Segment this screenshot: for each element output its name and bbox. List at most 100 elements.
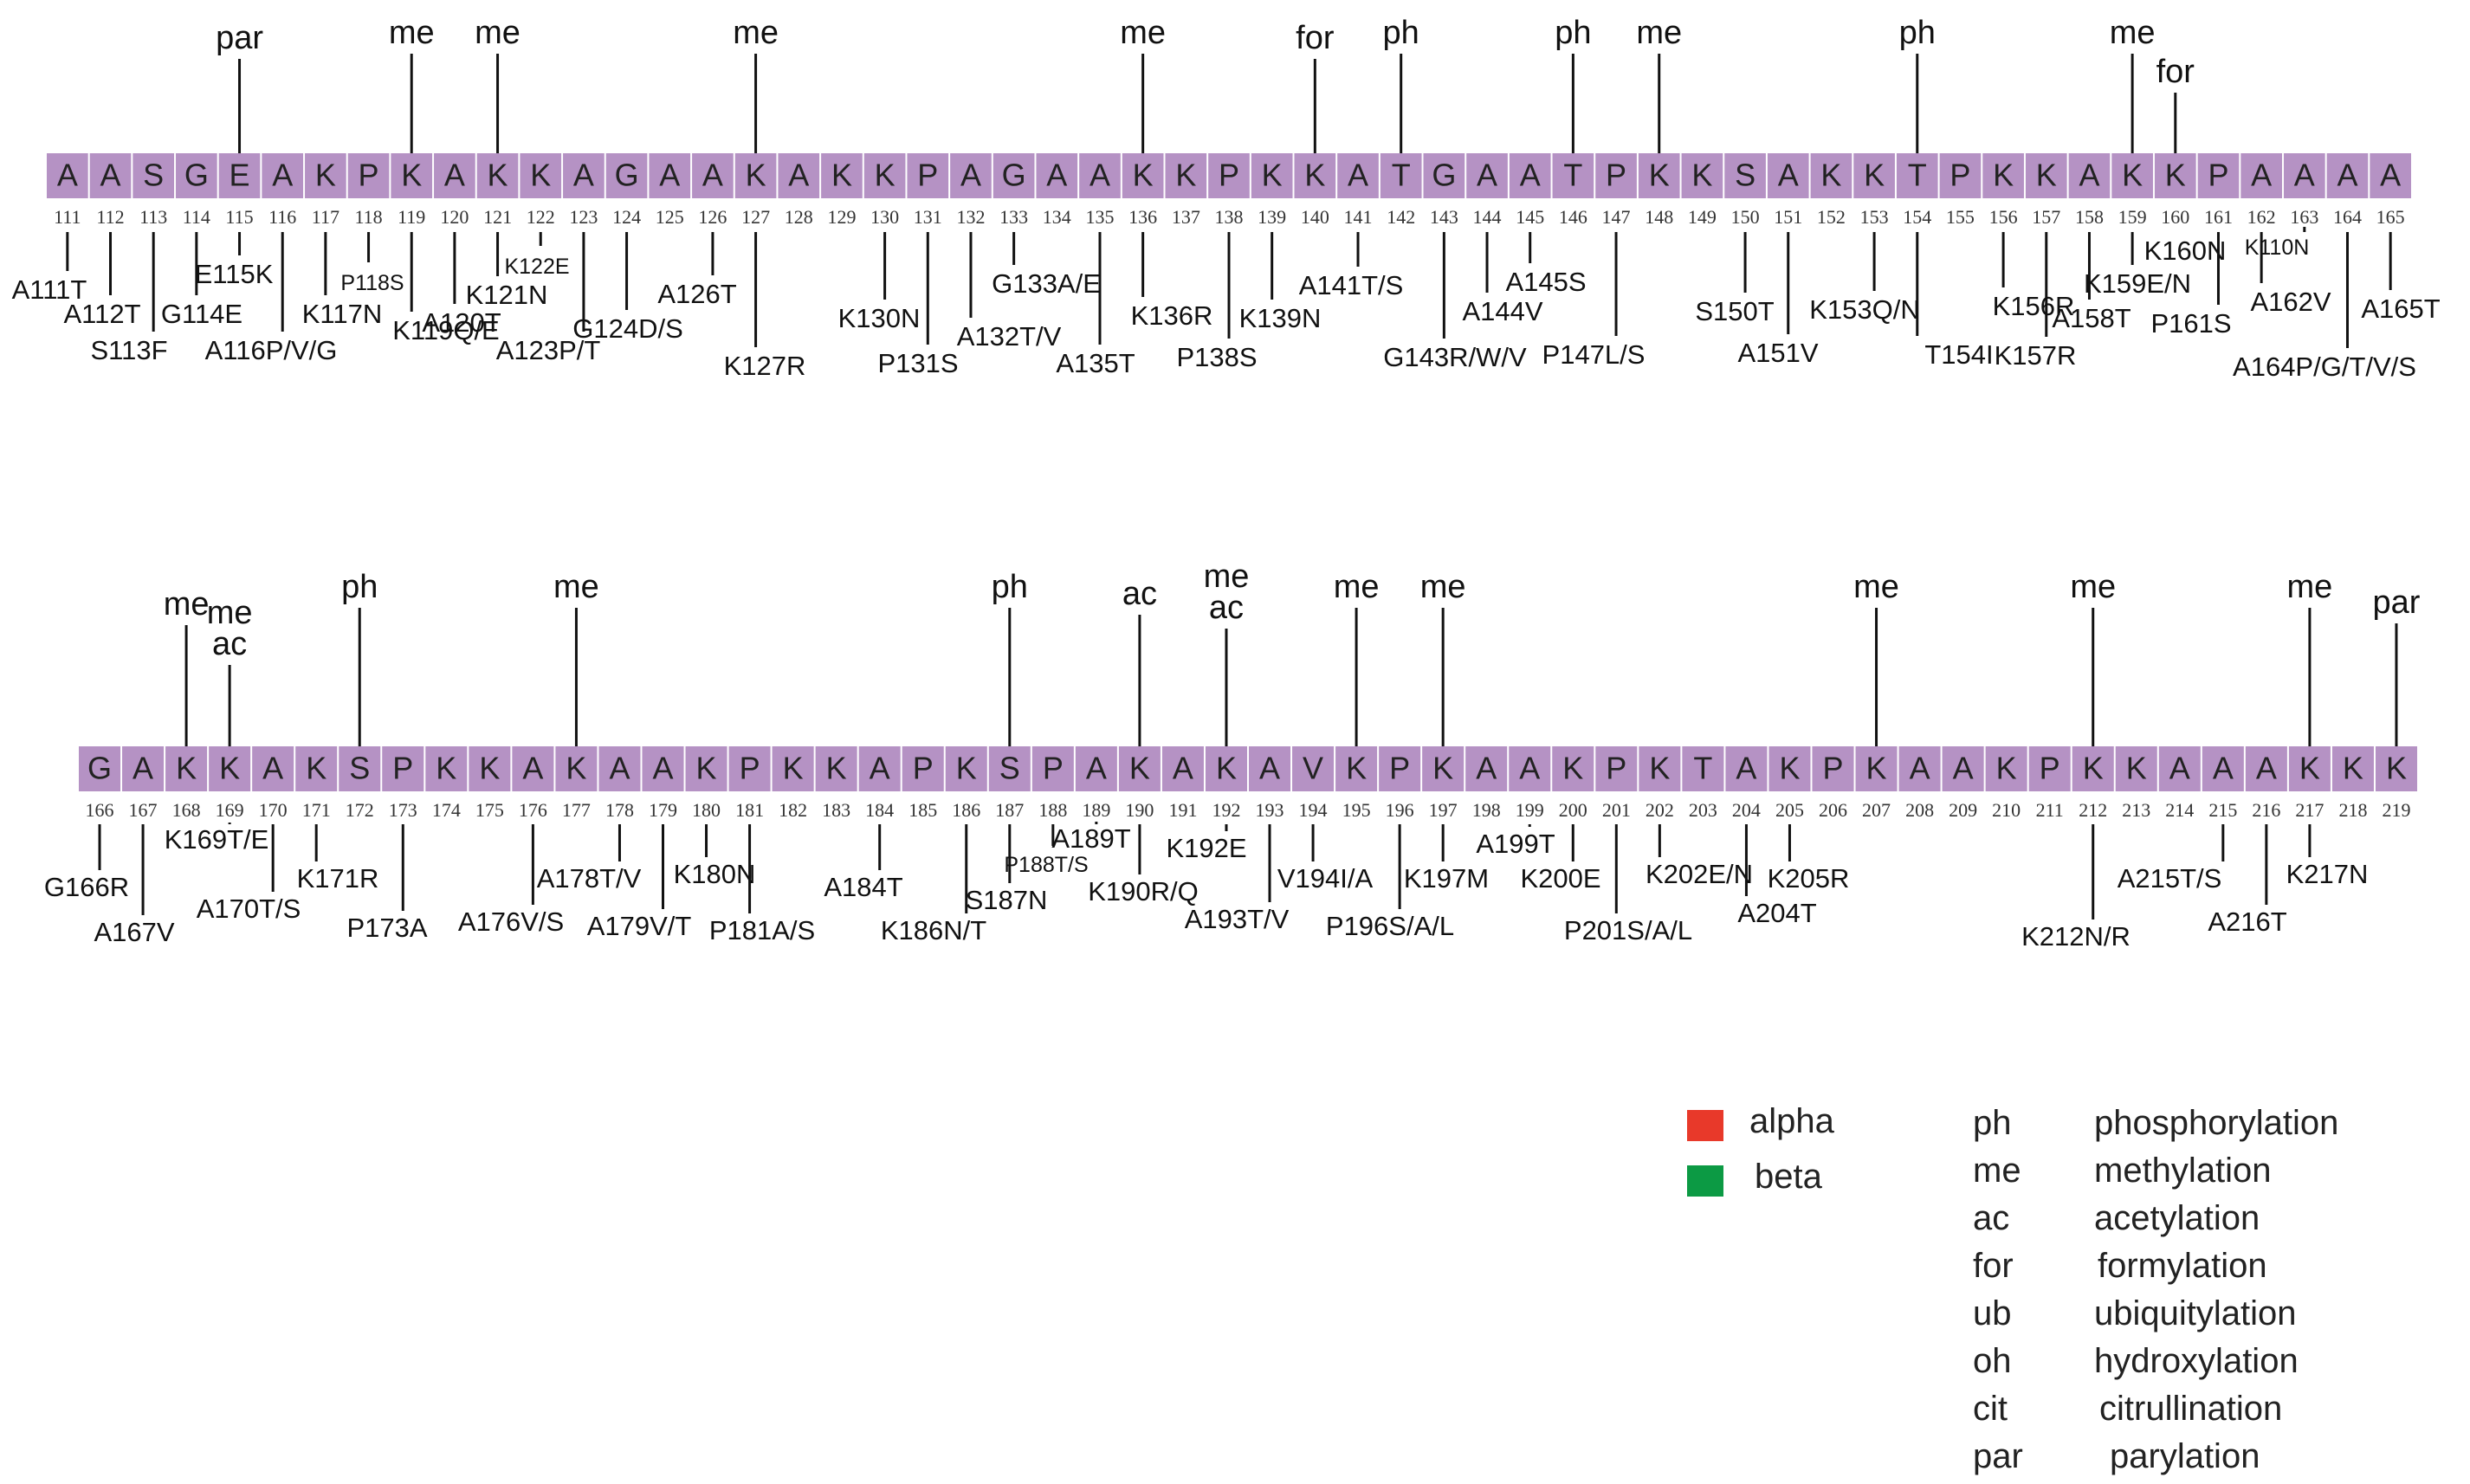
residue-number: 127	[741, 206, 770, 228]
modification-label: par	[216, 20, 263, 56]
residue-box	[209, 746, 251, 791]
residue-letter: A	[522, 751, 543, 786]
residue-box	[858, 746, 901, 791]
residue-number: 143	[1430, 206, 1458, 228]
mutation-label: K156R	[1993, 291, 2075, 321]
legend-label-alpha: alpha	[1749, 1102, 1834, 1140]
residue-number: 178	[605, 799, 634, 821]
residue-box	[734, 153, 777, 198]
residue-box	[1810, 153, 1852, 198]
mutation-label: S187N	[966, 885, 1048, 915]
mutation-label: A193T/V	[1185, 904, 1290, 934]
residue-box	[598, 746, 641, 791]
residue-letter: A	[1519, 751, 1540, 786]
residue-number: 201	[1602, 799, 1631, 821]
mutation-label: G114E	[161, 299, 242, 329]
residue-box	[907, 153, 949, 198]
mutation-label: A135T	[1056, 348, 1135, 378]
residue-letter: P	[1949, 158, 1970, 193]
residue-number: 144	[1473, 206, 1502, 228]
residue-number: 192	[1212, 799, 1240, 821]
residue-letter: K	[488, 158, 508, 193]
legend-meaning-oh: hydroxylation	[2094, 1342, 2299, 1380]
residue-number: 168	[172, 799, 201, 821]
modification-label: me	[733, 15, 779, 51]
modification-label: me	[164, 586, 210, 623]
mutation-label: G143R/W/V	[1383, 342, 1527, 372]
modification-label: ac	[1209, 590, 1244, 626]
residue-letter: G	[87, 751, 112, 786]
residue-box	[2240, 153, 2282, 198]
mutation-label: K200E	[1520, 863, 1600, 894]
modification-label: me	[2070, 569, 2116, 605]
residue-number: 179	[649, 799, 677, 821]
residue-number: 119	[398, 206, 425, 228]
residue-box	[1165, 153, 1207, 198]
residue-number: 120	[440, 206, 469, 228]
residue-number: 146	[1559, 206, 1587, 228]
legend-abbr-ac: ac	[1973, 1199, 2010, 1237]
residue-letter: K	[1864, 158, 1885, 193]
residue-box	[295, 746, 338, 791]
mutation-label: K121N	[466, 280, 548, 310]
residue-box	[1767, 153, 1809, 198]
residue-number: 159	[2118, 206, 2147, 228]
residue-letter: K	[306, 751, 327, 786]
residue-number: 203	[1689, 799, 1717, 821]
residue-number: 174	[432, 799, 461, 821]
residue-box	[1423, 153, 1465, 198]
residue-box	[434, 153, 475, 198]
mutation-label: K202E/N	[1646, 859, 1753, 889]
residue-box	[1036, 153, 1078, 198]
residue-letter: K	[696, 751, 717, 786]
residue-box	[1118, 746, 1161, 791]
residue-number: 196	[1386, 799, 1414, 821]
residue-number: 175	[475, 799, 504, 821]
residue-letter: P	[913, 751, 934, 786]
residue-box	[1638, 153, 1680, 198]
residue-box	[2288, 746, 2331, 791]
residue-number: 197	[1429, 799, 1458, 821]
mutation-label: K122E	[504, 255, 569, 279]
residue-number: 189	[1082, 799, 1110, 821]
residue-number: 190	[1125, 799, 1154, 821]
mutation-label: P138S	[1176, 342, 1257, 372]
mutation-label: A111T	[12, 274, 87, 305]
residue-letter: K	[479, 751, 500, 786]
residue-letter: G	[184, 158, 209, 193]
residue-number: 121	[483, 206, 512, 228]
mutation-label: T154I	[1924, 339, 1993, 370]
residue-letter: A	[444, 158, 465, 193]
residue-number: 219	[2382, 799, 2410, 821]
mutation-label: A184T	[824, 872, 902, 902]
residue-box	[1335, 746, 1378, 791]
residue-box	[863, 153, 906, 198]
residue-number: 208	[1905, 799, 1934, 821]
residue-letter: P	[359, 158, 379, 193]
modification-label: me	[1120, 15, 1166, 51]
mutation-label: A216T	[2208, 907, 2286, 937]
mutation-label: K119Q/E	[392, 315, 500, 345]
residue-letter: A	[100, 158, 121, 193]
residue-letter: A	[960, 158, 981, 193]
residue-number: 200	[1559, 799, 1587, 821]
residue-number: 216	[2252, 799, 2280, 821]
residue-number: 167	[129, 799, 158, 821]
residue-box	[47, 153, 88, 198]
residue-number: 123	[569, 206, 598, 228]
residue-box	[1812, 746, 1854, 791]
residue-box	[2068, 153, 2111, 198]
residue-box	[1466, 153, 1508, 198]
modification-label: ph	[1555, 15, 1591, 51]
residue-letter: K	[2126, 751, 2147, 786]
residue-letter: G	[1432, 158, 1456, 193]
legend-abbr-ph: ph	[1973, 1104, 2012, 1142]
residue-number: 141	[1344, 206, 1373, 228]
residue-number: 118	[354, 206, 382, 228]
residue-box	[1982, 153, 2024, 198]
residue-letter: K	[1129, 751, 1150, 786]
residue-number: 128	[785, 206, 813, 228]
residue-box	[1639, 746, 1681, 791]
mutation-label: K157R	[1995, 340, 2077, 371]
mutation-label: A176V/S	[458, 907, 564, 937]
